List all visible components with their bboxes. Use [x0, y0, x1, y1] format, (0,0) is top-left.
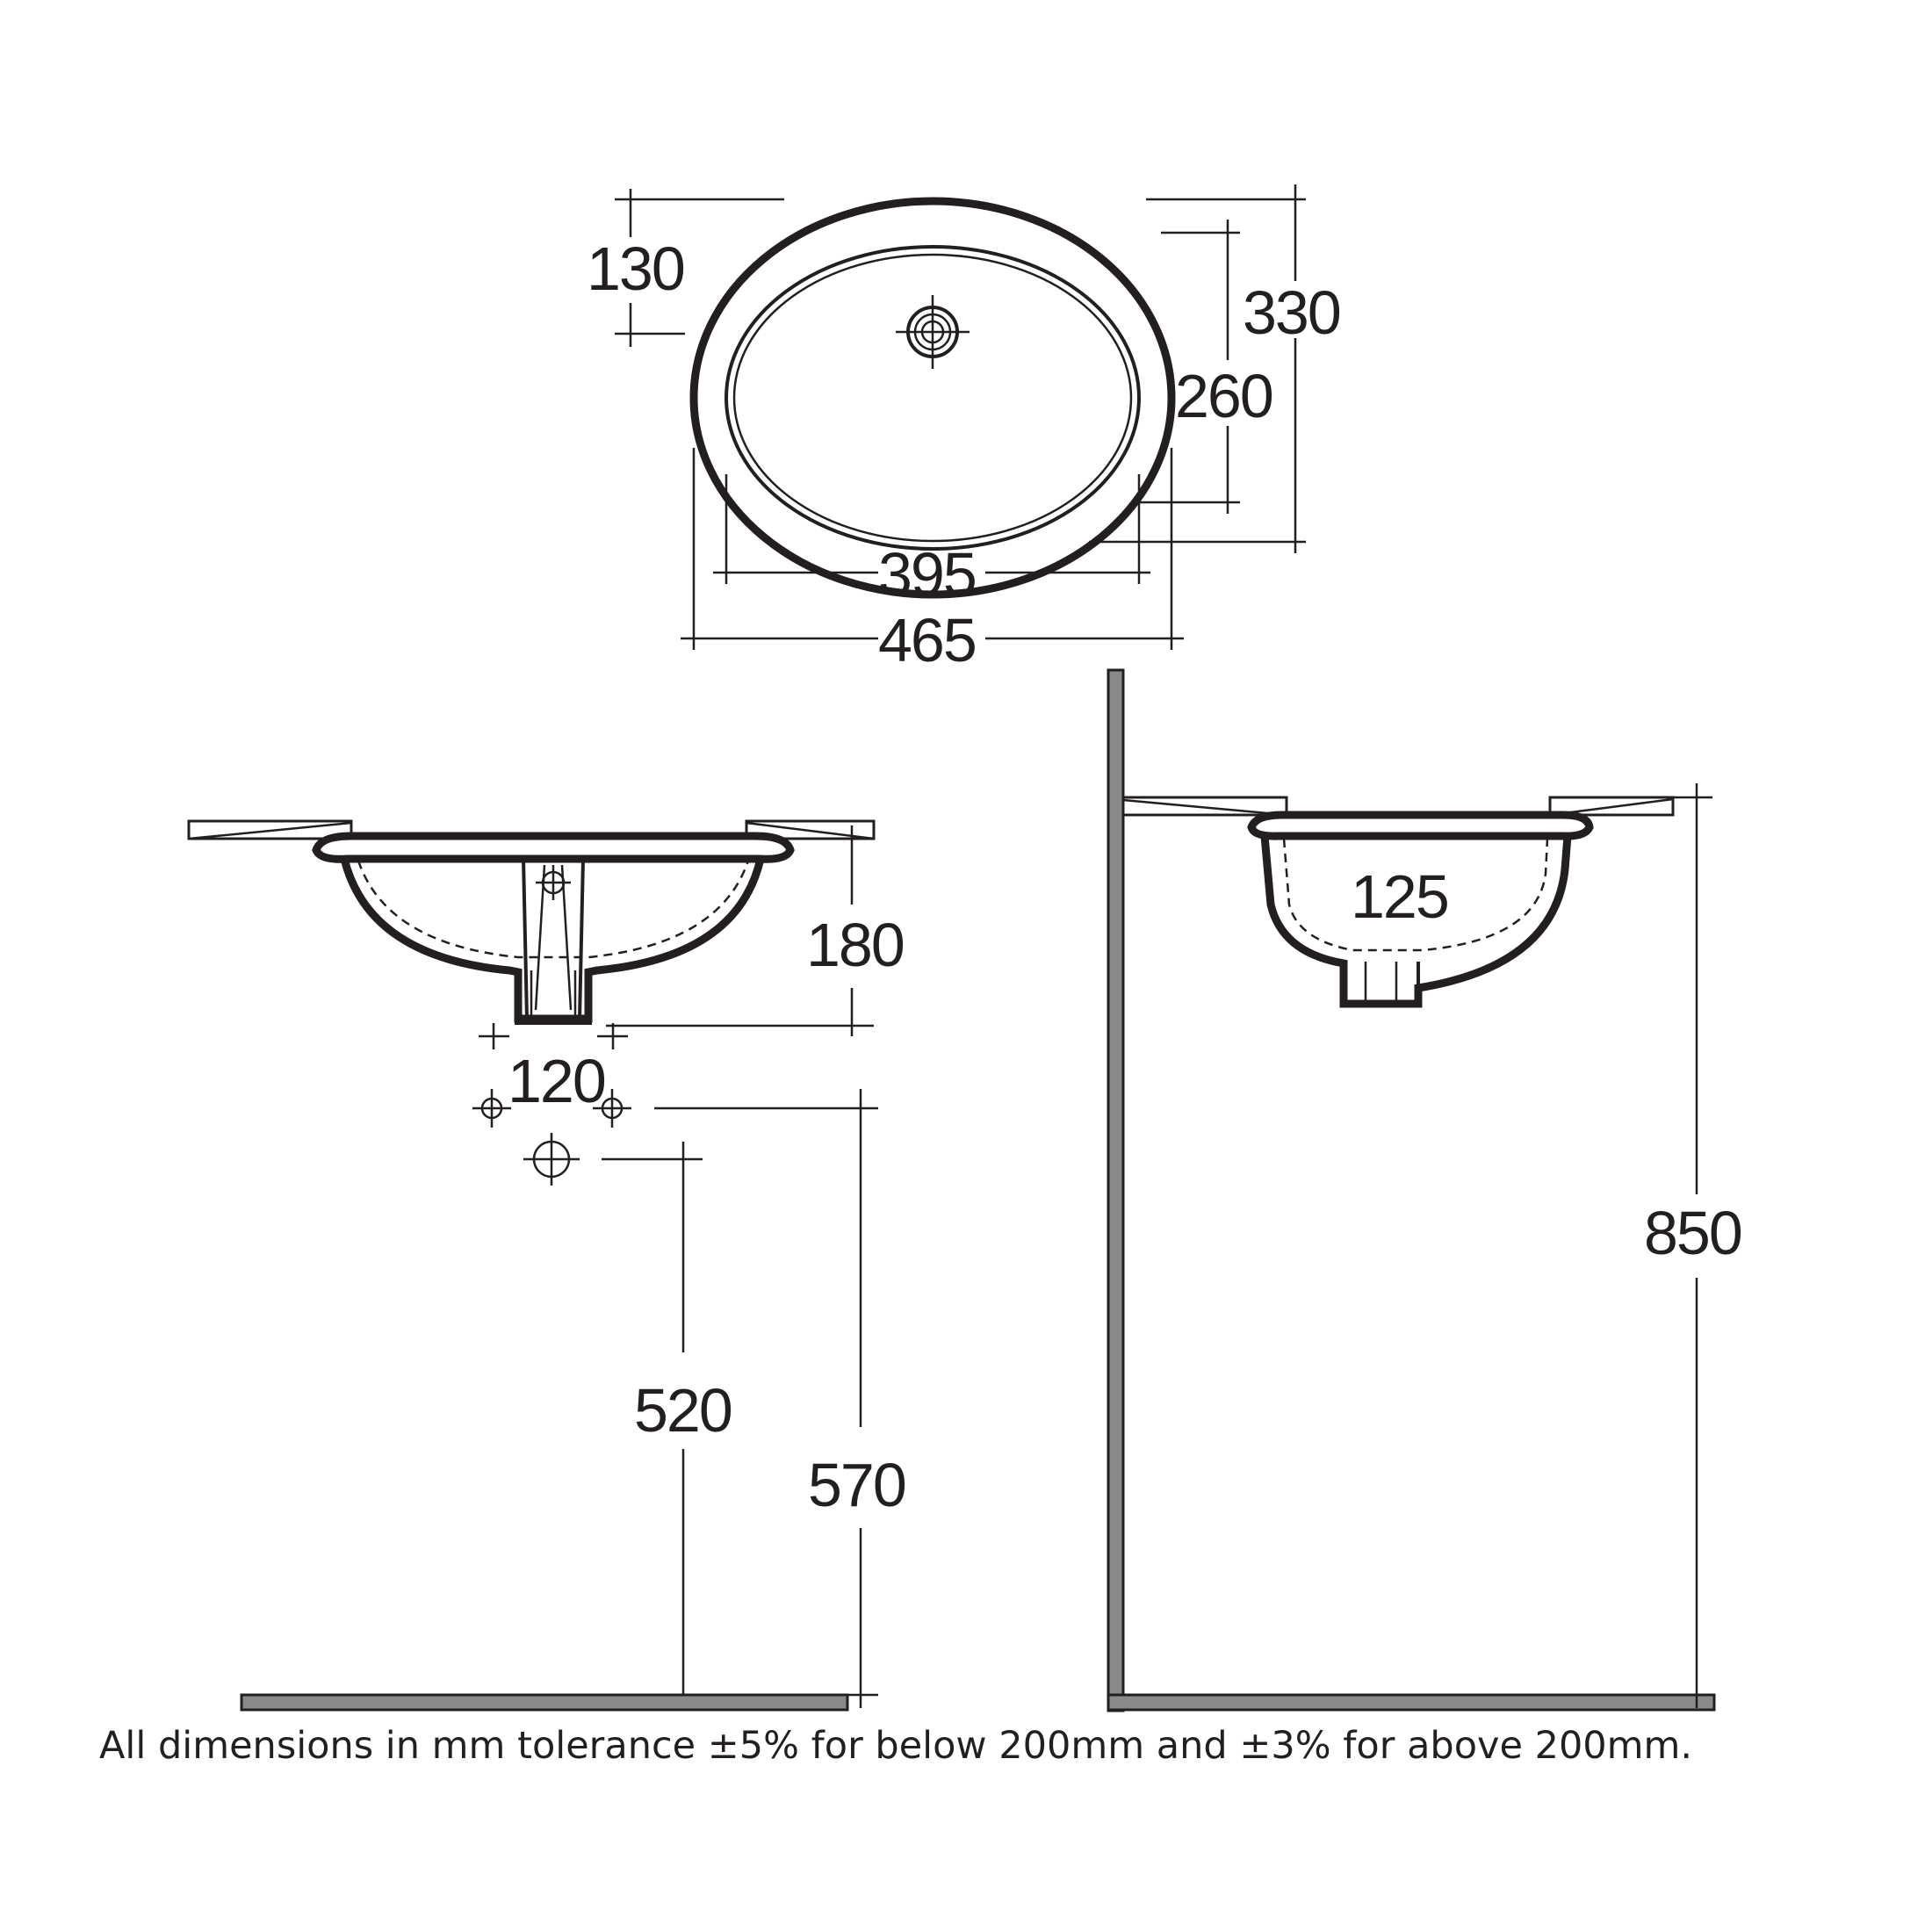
fixing-hole-left-icon: [472, 1089, 511, 1128]
dim-465: 465: [878, 606, 976, 674]
dim-130-lines: [615, 189, 784, 347]
tolerance-note: All dimensions in mm tolerance ±5% for b…: [99, 1724, 1692, 1768]
overflow-channel: [522, 858, 585, 1020]
dim-125: 125: [1351, 862, 1448, 931]
dim-570: 570: [808, 1451, 905, 1519]
basin-outer-rim: [689, 197, 1176, 599]
dim-520: 520: [634, 1376, 732, 1445]
floor-side: [1107, 1693, 1716, 1712]
dim-330: 330: [1243, 278, 1340, 347]
tap-hole-icon: [896, 295, 970, 369]
dim-120-lines: [479, 1023, 628, 1049]
dim-260: 260: [1175, 362, 1272, 430]
side-elevation: 125 850: [1107, 668, 1743, 1712]
overflow-hole-icon: [536, 865, 571, 900]
wall: [1107, 668, 1125, 1712]
dim-520-lines: [602, 1142, 703, 1708]
dim-180-lines: [606, 825, 874, 1036]
dim-330-lines: [1089, 184, 1306, 553]
dim-130: 130: [587, 234, 684, 303]
dim-260-lines: [1133, 220, 1240, 514]
dim-180: 180: [806, 911, 904, 979]
basin-inner-bowl-offset: [732, 253, 1133, 543]
floor-front: [240, 1693, 849, 1712]
front-elevation: 180 120 57: [187, 819, 907, 1712]
fixing-hole-right-icon: [593, 1089, 631, 1128]
basin-rim-side: [1247, 811, 1594, 840]
basin-bowl-side-inner: [1282, 838, 1549, 952]
dim-850: 850: [1644, 1199, 1741, 1267]
basin-bowl-front: [340, 857, 765, 1023]
waste-outlet: [515, 970, 592, 1025]
dim-465-lines: [681, 448, 1184, 650]
basin-rim-front: [312, 832, 795, 863]
dim-395-lines: [713, 474, 1150, 584]
basin-inner-bowl: [724, 245, 1141, 551]
dim-395: 395: [878, 540, 976, 609]
waste-position-icon: [523, 1133, 580, 1186]
plan-view: 130 330 260 395: [587, 184, 1342, 674]
waste-outlet-side: [1342, 962, 1420, 1006]
dim-120: 120: [508, 1047, 605, 1115]
basin-bowl-inner: [357, 860, 750, 959]
dim-850-lines: [1651, 783, 1712, 1708]
